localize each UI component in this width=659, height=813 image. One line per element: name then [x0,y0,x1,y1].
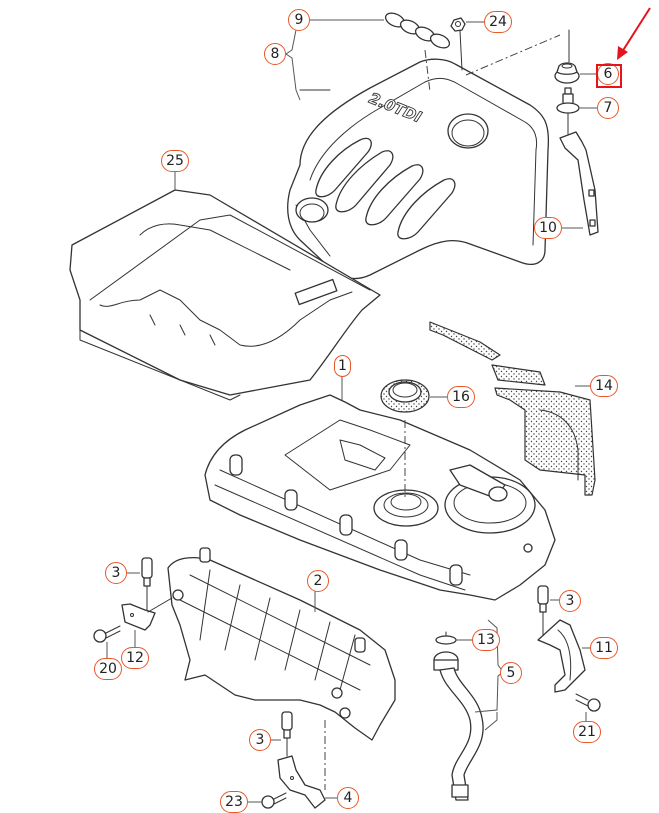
callout-1[interactable]: 1 [334,355,351,377]
callout-8[interactable]: 8 [264,43,286,65]
rubber-grommet [554,29,580,84]
bolt-lower [261,792,287,809]
engine-cover: 2.0TDI [287,49,550,280]
cylinder-head-cover [204,394,556,601]
bracket-lower [277,720,326,809]
bracket-cover [559,131,599,236]
oil-filler-seal [380,379,430,500]
callout-5[interactable]: 5 [500,662,522,684]
callout-3-right[interactable]: 3 [559,590,581,612]
callout-bracket-8 [285,19,301,101]
callout-10[interactable]: 10 [534,217,562,239]
callout-11[interactable]: 11 [590,637,618,659]
callout-4[interactable]: 4 [337,787,359,809]
ball-stud [556,87,580,135]
bracket-left [121,597,173,631]
callout-7[interactable]: 7 [597,97,619,119]
ball-stud-right [537,585,549,636]
callout-6[interactable]: 6 [597,63,619,85]
callout-9[interactable]: 9 [288,9,310,31]
heat-shield [429,321,596,496]
o-ring [435,631,457,645]
callout-13[interactable]: 13 [472,629,500,651]
callout-21[interactable]: 21 [573,721,601,743]
callout-2[interactable]: 2 [307,570,329,592]
ball-stud-left [141,557,153,611]
emblem-rings [384,12,451,49]
callout-20[interactable]: 20 [94,658,122,680]
ball-stud-lower [281,711,293,757]
callout-12[interactable]: 12 [121,647,149,669]
bracket-right [537,619,586,693]
callout-24[interactable]: 24 [484,11,512,33]
callout-3-lower[interactable]: 3 [249,729,271,751]
callout-14[interactable]: 14 [590,375,618,397]
insulation-mat [69,189,381,401]
callout-16[interactable]: 16 [447,386,475,408]
bolt-right [575,693,601,712]
intake-manifold [167,547,396,741]
nut [450,17,466,71]
callout-23[interactable]: 23 [220,791,248,813]
callout-25[interactable]: 25 [161,150,189,172]
callout-3-left[interactable]: 3 [105,562,127,584]
bolt-left [93,625,121,643]
breather-hose [433,651,484,801]
red-pointer-arrow-icon [617,7,651,60]
